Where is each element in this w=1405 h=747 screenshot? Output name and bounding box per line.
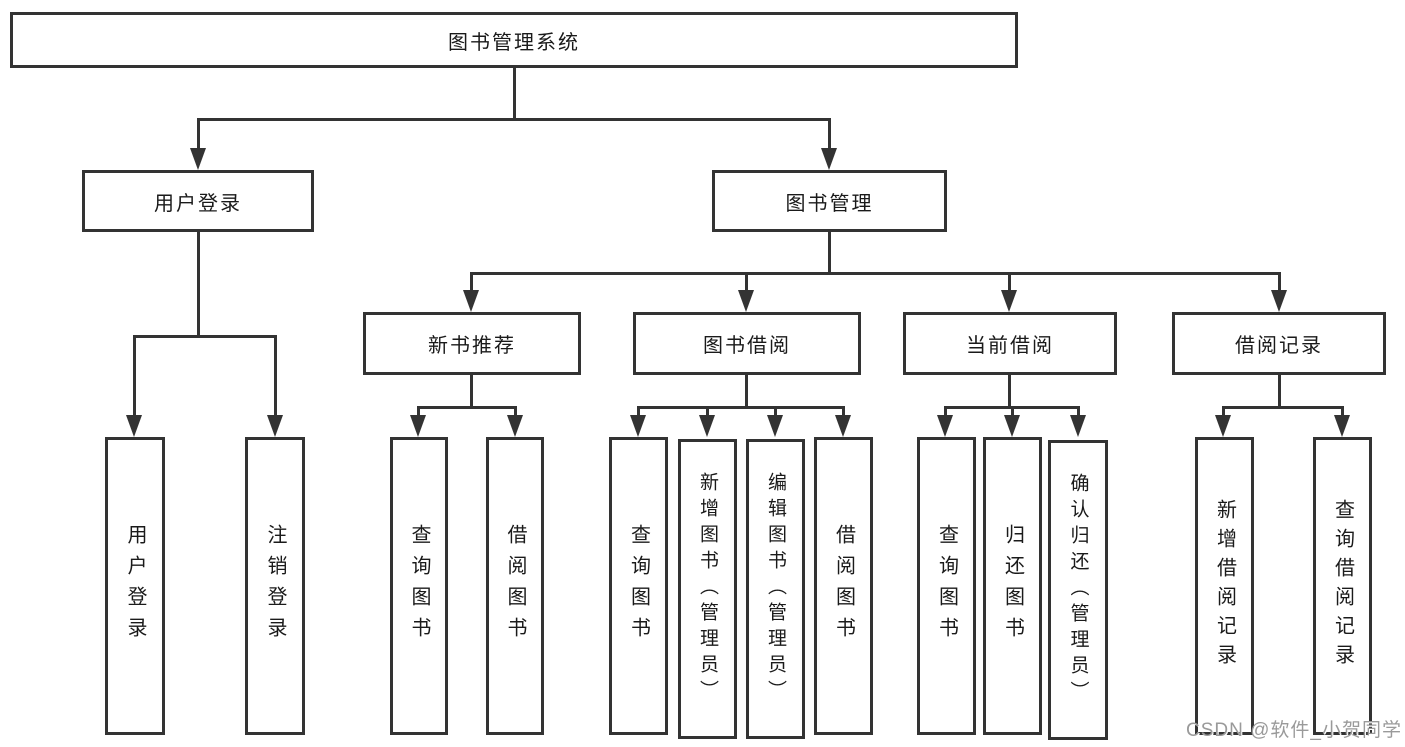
- node-new-book-label: 新书推荐: [428, 335, 516, 357]
- watermark: CSDN @软件_小贺同学: [1186, 720, 1402, 741]
- connector-book-mgmt-out: [828, 232, 831, 272]
- node-book-mgmt: 图书管理: [712, 170, 947, 232]
- arrowhead-leaf-cb-query-icon: [937, 415, 953, 437]
- arrowhead-leaf-br-query-icon: [1334, 415, 1350, 437]
- node-borrow-records: 借阅记录: [1172, 312, 1386, 375]
- connector-book-borrow-bus: [637, 406, 845, 409]
- connector-new-book-drop: [470, 272, 473, 291]
- leaf-current-return: 归还图书: [983, 437, 1042, 735]
- connector-borrow-records-drop: [1278, 272, 1281, 291]
- arrowhead-leaf-logout-icon: [267, 415, 283, 437]
- connector-user-login-out: [197, 232, 200, 335]
- leaf-newbook-query-label: 查询图书: [408, 524, 430, 648]
- leaf-borrow-add: 新增图书（管理员）: [678, 439, 737, 739]
- connector-leaf-br-add-drop: [1222, 406, 1225, 416]
- connector-leaf-bb-add-drop: [706, 406, 709, 416]
- connector-leaf-cb-return-drop: [1011, 406, 1014, 416]
- connector-leaf-bb-query-drop: [637, 406, 640, 416]
- arrowhead-borrow-records-icon: [1271, 290, 1287, 312]
- leaf-borrow-borrow: 借阅图书: [814, 437, 873, 735]
- leaf-newbook-borrow: 借阅图书: [486, 437, 544, 735]
- connector-current-borrow-out: [1008, 375, 1011, 406]
- connector-leaf-bb-borrow-drop: [842, 406, 845, 416]
- arrowhead-leaf-nb-query-icon: [410, 415, 426, 437]
- arrowhead-book-mgmt-icon: [821, 148, 837, 170]
- node-book-borrow-label: 图书借阅: [703, 335, 791, 357]
- connector-new-book-out: [470, 375, 473, 406]
- connector-leaf-nb-query-drop: [417, 406, 420, 416]
- arrowhead-user-login-icon: [190, 148, 206, 170]
- arrowhead-leaf-bb-add-icon: [699, 415, 715, 437]
- leaf-current-query-label: 查询图书: [935, 524, 958, 648]
- leaf-records-add: 新增借阅记录: [1195, 437, 1254, 735]
- leaf-current-return-label: 归还图书: [1001, 524, 1024, 648]
- leaf-borrow-borrow-label: 借阅图书: [832, 524, 855, 648]
- leaf-records-query: 查询借阅记录: [1313, 437, 1372, 735]
- leaf-records-add-label: 新增借阅记录: [1213, 499, 1236, 673]
- arrowhead-leaf-bb-query-icon: [630, 415, 646, 437]
- connector-root-drop: [513, 67, 516, 118]
- leaf-borrow-add-label: 新增图书（管理员）: [697, 472, 718, 706]
- connector-user-login-drop: [197, 118, 200, 150]
- leaf-user-login-label: 用户登录: [124, 524, 146, 648]
- connector-leaf-br-query-drop: [1341, 406, 1344, 416]
- node-book-mgmt-label: 图书管理: [785, 192, 874, 215]
- node-new-book: 新书推荐: [363, 312, 581, 375]
- arrowhead-leaf-nb-borrow-icon: [507, 415, 523, 437]
- leaf-user-login: 用户登录: [105, 437, 165, 735]
- connector-current-borrow-drop: [1008, 272, 1011, 291]
- leaf-borrow-query-label: 查询图书: [627, 524, 650, 648]
- leaf-newbook-query: 查询图书: [390, 437, 448, 735]
- leaf-borrow-edit-label: 编辑图书（管理员）: [765, 472, 786, 706]
- connector-new-book-bus: [417, 406, 517, 409]
- connector-leaf-cb-confirm-drop: [1077, 406, 1080, 416]
- node-current-borrow-label: 当前借阅: [966, 335, 1054, 357]
- node-book-borrow: 图书借阅: [633, 312, 861, 375]
- leaf-borrow-query: 查询图书: [609, 437, 668, 735]
- node-borrow-records-label: 借阅记录: [1235, 335, 1323, 357]
- arrowhead-leaf-cb-return-icon: [1004, 415, 1020, 437]
- arrowhead-book-borrow-icon: [738, 290, 754, 312]
- connector-user-login-bus: [133, 335, 277, 338]
- node-root: 图书管理系统: [10, 12, 1018, 68]
- node-current-borrow: 当前借阅: [903, 312, 1117, 375]
- connector-leaf-nb-borrow-drop: [514, 406, 517, 416]
- connector-book-mgmt-drop: [828, 118, 831, 150]
- connector-level2-bus: [197, 118, 831, 121]
- connector-leaf-user-login-drop: [133, 335, 136, 416]
- connector-book-borrow-out: [745, 375, 748, 406]
- leaf-logout: 注销登录: [245, 437, 305, 735]
- connector-leaf-logout-drop: [274, 335, 277, 416]
- leaf-borrow-edit: 编辑图书（管理员）: [746, 439, 805, 739]
- leaf-newbook-borrow-label: 借阅图书: [504, 524, 526, 648]
- arrowhead-leaf-user-login-icon: [126, 415, 142, 437]
- arrowhead-leaf-bb-borrow-icon: [835, 415, 851, 437]
- leaf-current-confirm-label: 确认归还（管理员）: [1067, 473, 1089, 707]
- leaf-records-query-label: 查询借阅记录: [1331, 499, 1354, 673]
- connector-borrow-records-bus: [1222, 406, 1344, 409]
- arrowhead-new-book-icon: [463, 290, 479, 312]
- connector-borrow-records-out: [1278, 375, 1281, 406]
- arrowhead-leaf-br-add-icon: [1215, 415, 1231, 437]
- arrowhead-leaf-bb-edit-icon: [767, 415, 783, 437]
- leaf-current-confirm: 确认归还（管理员）: [1048, 440, 1108, 740]
- connector-leaf-bb-edit-drop: [774, 406, 777, 416]
- connector-level3-bus: [470, 272, 1281, 275]
- arrowhead-current-borrow-icon: [1001, 290, 1017, 312]
- node-user-login: 用户登录: [82, 170, 314, 232]
- connector-book-borrow-drop: [745, 272, 748, 291]
- leaf-logout-label: 注销登录: [264, 524, 286, 648]
- node-user-login-label: 用户登录: [154, 192, 242, 215]
- connector-leaf-cb-query-drop: [944, 406, 947, 416]
- arrowhead-leaf-cb-confirm-icon: [1070, 415, 1086, 437]
- leaf-current-query: 查询图书: [917, 437, 976, 735]
- node-root-label: 图书管理系统: [448, 31, 580, 54]
